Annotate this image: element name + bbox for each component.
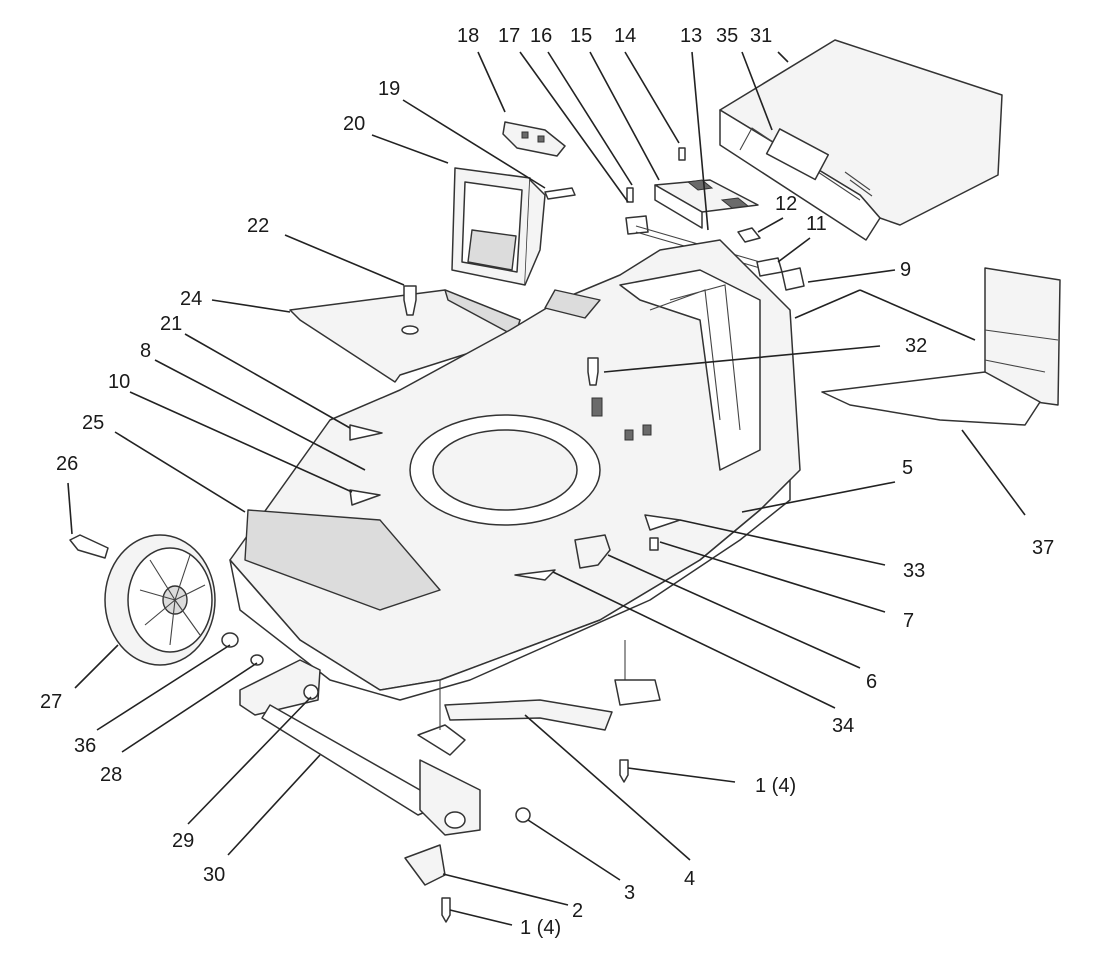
callout-34: 34 — [832, 715, 854, 737]
screw-14-part — [678, 147, 686, 161]
callout-1-upper: 1 (4) — [755, 775, 796, 797]
callout-13: 13 — [680, 25, 702, 47]
plate-2-part — [404, 844, 446, 886]
nut-29-part — [303, 684, 319, 700]
cable-bracket-part — [574, 534, 611, 569]
spring-pin-part — [544, 187, 576, 200]
baffle-plate-part — [289, 289, 521, 383]
callout-2: 2 — [572, 900, 583, 922]
screw-16-part — [626, 187, 634, 203]
callout-24: 24 — [180, 288, 202, 310]
callout-30: 30 — [203, 864, 225, 886]
callout-6: 6 — [866, 671, 877, 693]
callout-17: 17 — [498, 25, 520, 47]
side-discharge-part — [821, 267, 1061, 426]
callout-9: 9 — [900, 259, 911, 281]
rear-flap-part — [654, 179, 759, 229]
callout-10: 10 — [108, 371, 130, 393]
callout-25: 25 — [82, 412, 104, 434]
leader-lines — [67, 51, 1026, 926]
callout-3: 3 — [624, 882, 635, 904]
callout-11: 11 — [806, 213, 827, 235]
callout-8: 8 — [140, 340, 151, 362]
washer-28-part — [250, 654, 264, 666]
callouts: 18 17 16 15 14 13 35 31 19 20 12 11 9 22… — [40, 25, 1054, 939]
callout-36: 36 — [74, 735, 96, 757]
chute-door-part — [451, 167, 546, 286]
callout-37: 37 — [1032, 537, 1054, 559]
callout-26: 26 — [56, 453, 78, 475]
spacer-36-part — [221, 632, 239, 648]
screw-1-upper-part — [619, 759, 629, 783]
bolt-32-part — [587, 357, 599, 386]
wheel-part — [104, 534, 216, 666]
clip-12-part — [737, 227, 761, 243]
callout-4: 4 — [684, 868, 695, 890]
callout-15: 15 — [570, 25, 592, 47]
callout-7: 7 — [903, 610, 914, 632]
spring-11-part — [756, 257, 783, 277]
callout-22: 22 — [247, 215, 269, 237]
callout-5: 5 — [902, 457, 913, 479]
callout-27: 27 — [40, 691, 62, 713]
callout-33: 33 — [903, 560, 925, 582]
callout-19: 19 — [378, 78, 400, 100]
lever-part — [417, 724, 466, 756]
callout-28: 28 — [100, 764, 122, 786]
callout-32: 32 — [905, 335, 927, 357]
callout-21: 21 — [160, 313, 182, 335]
callout-1-lower: 1 (4) — [520, 917, 561, 939]
bushing-3-part — [515, 807, 531, 823]
bolt-22-part — [403, 285, 417, 316]
callout-14: 14 — [614, 25, 636, 47]
callout-12: 12 — [775, 193, 797, 215]
callout-18: 18 — [457, 25, 479, 47]
axle-bolt-part — [69, 534, 109, 559]
rear-cover-part — [719, 39, 1003, 241]
bracket-17-part — [625, 215, 649, 235]
callout-35: 35 — [716, 25, 738, 47]
screw-1-lower-part — [441, 897, 451, 923]
bushing-9-part — [781, 267, 805, 291]
rear-axle-bar-part — [439, 640, 661, 731]
axle-part — [239, 659, 481, 836]
handle-grip-part — [502, 121, 566, 157]
callout-29: 29 — [172, 830, 194, 852]
callout-20: 20 — [343, 113, 365, 135]
callout-31: 31 — [750, 25, 772, 47]
callout-16: 16 — [530, 25, 552, 47]
screw-7-part — [649, 537, 659, 551]
